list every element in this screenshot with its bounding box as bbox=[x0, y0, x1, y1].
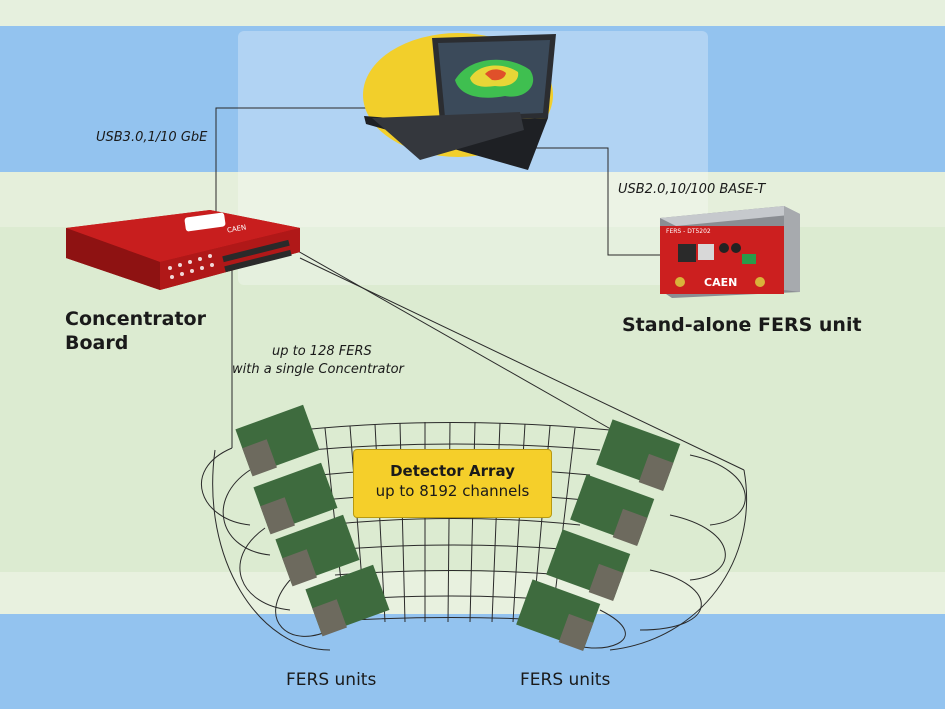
detector-array-subtitle: up to 8192 channels bbox=[375, 482, 530, 500]
background-band-blue-bottom bbox=[0, 614, 945, 709]
fers-units-right-label: FERS units bbox=[520, 670, 611, 690]
loop-cables bbox=[201, 447, 748, 651]
link-laptop-concentrator bbox=[215, 107, 382, 212]
laptop-icon bbox=[363, 33, 556, 170]
link-label-laptop-concentrator: USB3.0,1/10 GbE bbox=[96, 130, 208, 145]
fers-boards-left bbox=[235, 404, 390, 637]
fers-units-left-label: FERS units bbox=[286, 670, 377, 690]
concentrator-title-2: Board bbox=[65, 332, 129, 354]
link-laptop-standalone bbox=[490, 147, 668, 256]
link-label-laptop-standalone: USB2.0,10/100 BASE-T bbox=[618, 182, 766, 197]
standalone-title: Stand-alone FERS unit bbox=[622, 314, 862, 336]
link-label-fers-count-2: with a single Concentrator bbox=[232, 362, 404, 377]
standalone-logo: CAEN bbox=[704, 276, 738, 289]
detector-array-box: Detector Array up to 8192 channels bbox=[353, 449, 552, 518]
link-concentrator-fers-right-2 bbox=[299, 257, 745, 471]
fers-boards-right bbox=[516, 419, 681, 652]
concentrator-board-icon bbox=[66, 210, 300, 290]
link-label-fers-count: up to 128 FERS bbox=[272, 344, 372, 359]
standalone-panel-label: FERS - DT5202 bbox=[666, 228, 711, 235]
link-concentrator-fers-right-1 bbox=[295, 249, 631, 441]
standalone-fers-icon bbox=[660, 206, 800, 298]
detector-array-title: Detector Array bbox=[390, 462, 515, 480]
background-band-top bbox=[0, 0, 945, 26]
concentrator-title: Concentrator bbox=[65, 308, 206, 330]
background-band-lower bbox=[0, 572, 945, 614]
